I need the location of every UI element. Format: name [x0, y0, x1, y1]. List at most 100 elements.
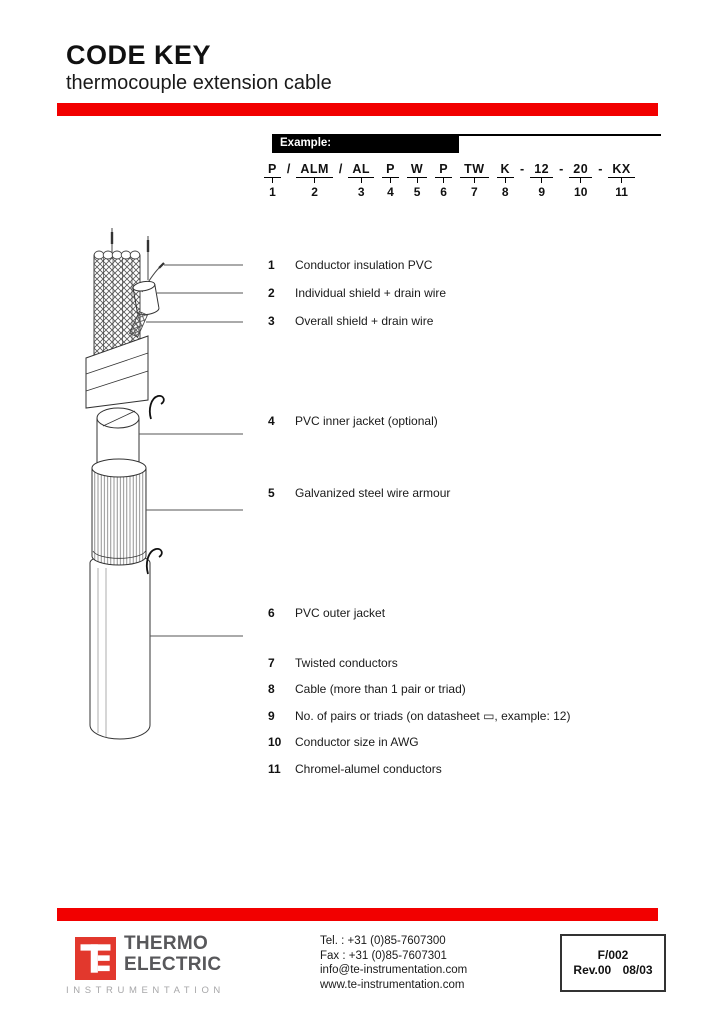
code-token-3: AL 3: [348, 162, 375, 199]
code-text: 12: [530, 162, 554, 178]
doc-rev-date: 08/03: [622, 963, 653, 977]
legend-item-10: 10 Conductor size in AWG: [268, 735, 688, 749]
company-name: THERMO ELECTRIC: [124, 933, 221, 975]
code-text: TW: [460, 162, 489, 178]
code-text: P: [435, 162, 453, 178]
legend-item-number: 9: [268, 709, 275, 723]
code-number: 5: [413, 185, 421, 199]
code-text: W: [406, 162, 428, 178]
code-number: 1: [269, 185, 276, 199]
legend-item-number: 3: [268, 314, 275, 328]
code-text: 20: [569, 162, 593, 178]
company-tagline: INSTRUMENTATION: [66, 985, 225, 996]
legend-item-2: 2 Individual shield + drain wire: [268, 286, 688, 300]
legend-item-label: Chromel-alumel conductors: [295, 762, 442, 776]
legend-item-5: 5 Galvanized steel wire armour: [268, 486, 688, 500]
legend-item-7: 7 Twisted conductors: [268, 656, 688, 670]
legend-item-number: 10: [268, 735, 282, 749]
legend-item-label: PVC inner jacket (optional): [295, 414, 438, 428]
legend-item-number: 8: [268, 682, 275, 696]
legend-item-3: 3 Overall shield + drain wire: [268, 314, 688, 328]
code-number: 11: [615, 185, 628, 199]
code-token-2: ALM 2: [296, 162, 333, 198]
legend-item-label: Galvanized steel wire armour: [295, 486, 451, 500]
code-tick: [504, 178, 506, 183]
page-subtitle: thermocouple extension cable: [66, 72, 332, 94]
legend-item-number: 6: [268, 606, 275, 620]
code-number: 3: [357, 185, 365, 199]
code-token-11: KX 11: [608, 162, 635, 199]
code-number: 10: [574, 185, 588, 199]
code-separator: /: [286, 162, 291, 176]
revision-box: F/002 Rev.00 08/03: [560, 934, 666, 992]
contact-tel: Tel. : +31 (0)85-7607300: [320, 935, 446, 947]
contact-web: www.te-instrumentation.com: [320, 978, 465, 991]
doc-number: F/002: [597, 948, 629, 962]
contact-fax: Fax : +31 (0)85-7607301: [320, 949, 447, 962]
code-tick: [443, 178, 445, 183]
code-separator: -: [559, 162, 564, 176]
code-tick: [389, 178, 391, 183]
code-text: KX: [608, 162, 635, 178]
legend-item-label: Cable (more than 1 pair or triad): [295, 682, 466, 696]
code-tick: [314, 178, 316, 183]
code-number: 9: [538, 185, 545, 199]
legend-item-label: Individual shield + drain wire: [295, 286, 447, 300]
code-tick: [580, 178, 582, 183]
doc-revision: Rev.00 08/03: [569, 963, 656, 978]
legend-item-label: No. of pairs or triads (on datasheet ▭, …: [295, 709, 571, 723]
legend-item-9: 9 No. of pairs or triads (on datasheet ▭,…: [268, 709, 688, 723]
code-tick: [473, 178, 475, 183]
company-name-line1: THERMO: [124, 933, 209, 954]
legend-item-label: PVC outer jacket: [295, 606, 386, 620]
legend-item-label: Overall shield + drain wire: [295, 314, 434, 328]
code-tick: [416, 178, 418, 183]
code-number: 2: [311, 185, 318, 199]
code-tick: [621, 178, 623, 183]
legend-item-4: 4 PVC inner jacket (optional): [268, 414, 688, 428]
code-number: 4: [387, 185, 394, 199]
legend-item-number: 7: [268, 656, 275, 670]
code-text: ALM: [296, 162, 333, 178]
code-tick: [271, 178, 273, 183]
doc-rev-code: Rev.00: [573, 963, 612, 977]
legend-item-6: 6 PVC outer jacket: [268, 606, 688, 620]
cable-diagram: [85, 228, 243, 740]
code-separator: -: [520, 162, 525, 176]
legend-item-number: 2: [268, 286, 275, 300]
legend-item-number: 5: [268, 486, 275, 500]
legend-item-number: 1: [268, 258, 275, 272]
legend-item-label: Conductor size in AWG: [295, 735, 419, 749]
legend-item-label: Twisted conductors: [295, 656, 398, 670]
code-text: P: [382, 162, 399, 178]
page-title: CODE KEY: [66, 40, 212, 70]
code-separator: /: [338, 162, 343, 176]
company-name-line2: ELECTRIC: [124, 954, 222, 975]
code-number: 8: [501, 185, 509, 199]
contact-block: Tel. : +31 (0)85-7607300 Fax : +31 (0)85…: [320, 934, 467, 992]
code-text: P: [264, 162, 281, 178]
code-number: 7: [470, 185, 478, 199]
code-tick: [360, 178, 362, 183]
company-logo-icon: [75, 937, 116, 980]
code-token-7: TW 7: [460, 162, 489, 199]
code-number: 6: [440, 185, 447, 199]
contact-email: info@te-instrumentation.com: [320, 964, 468, 976]
code-text: AL: [348, 162, 375, 178]
code-tick: [541, 178, 543, 183]
code-token-9: 12 9: [530, 162, 554, 199]
legend-item-number: 4: [268, 414, 275, 428]
example-label: Example:: [272, 136, 459, 153]
header-red-bar: [57, 103, 658, 116]
code-text: K: [496, 162, 515, 178]
code-separator: -: [598, 162, 603, 176]
